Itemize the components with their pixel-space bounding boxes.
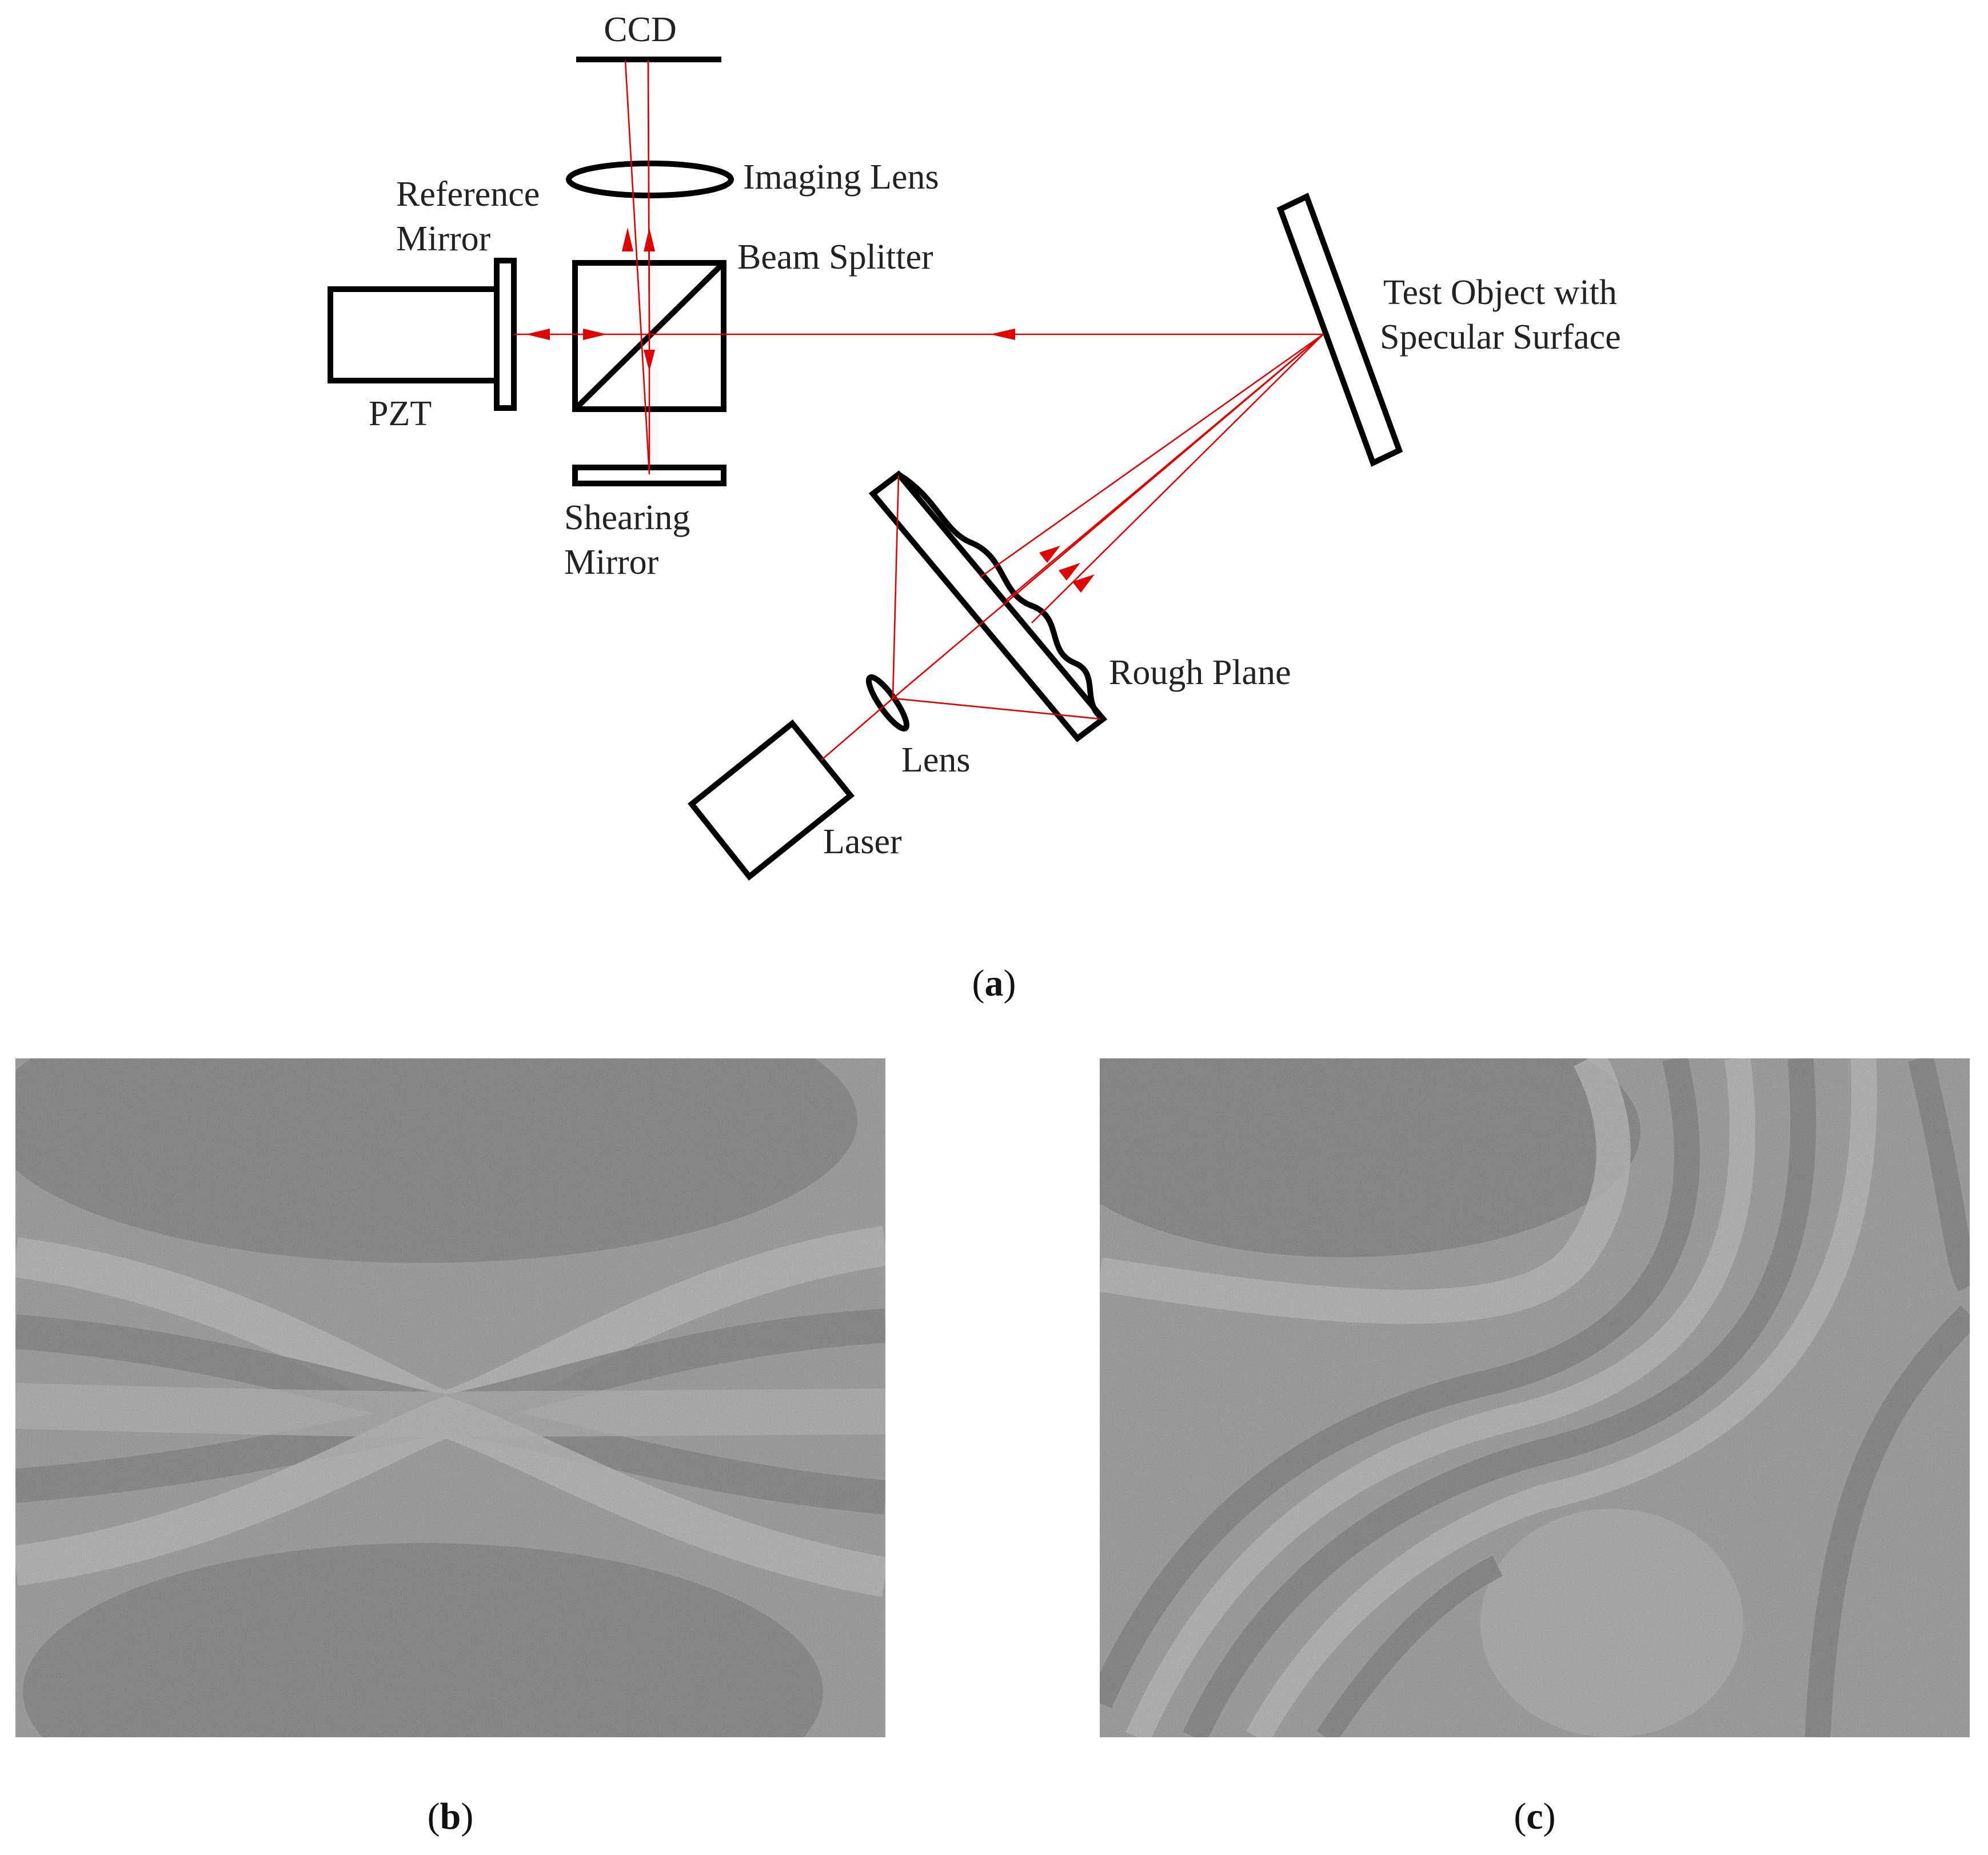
reference-mirror-label-1: Reference xyxy=(396,175,540,214)
laser-label: Laser xyxy=(823,822,902,861)
shearing-mirror-label-1: Shearing xyxy=(564,498,690,537)
test-object-label-2: Specular Surface xyxy=(1380,318,1621,357)
arrow-from-reference xyxy=(526,329,550,340)
imaging-lens-label: Imaging Lens xyxy=(743,158,939,197)
pzt-label: PZT xyxy=(369,394,432,433)
arrow-scatter-3 xyxy=(1072,574,1095,593)
imaging-lens xyxy=(569,163,731,195)
arrow-to-reference xyxy=(583,329,607,340)
reference-mirror-label-2: Mirror xyxy=(396,219,491,258)
rough-plane-label: Rough Plane xyxy=(1109,653,1291,692)
test-object-label-1: Test Object with xyxy=(1383,273,1617,312)
arrow-to-ccd-2 xyxy=(644,227,655,251)
shearing-mirror-label-2: Mirror xyxy=(564,543,659,582)
beam-splitter-label: Beam Splitter xyxy=(737,238,933,277)
caption-c: (c) xyxy=(1514,1796,1555,1837)
ray-lens-plane-top xyxy=(893,475,899,698)
ray-scatter-2 xyxy=(980,334,1323,577)
ray-laser-lens xyxy=(821,698,893,760)
ray-splitter-ccd-3 xyxy=(648,61,649,334)
arrow-to-ccd-1 xyxy=(622,227,633,251)
arrow-object-splitter xyxy=(990,329,1015,340)
ray-splitter-ccd-1 xyxy=(625,61,649,474)
fringe-image-c xyxy=(1046,1006,1970,1737)
caption-a: (a) xyxy=(972,962,1016,1004)
ray-scatter-3 xyxy=(1006,334,1323,600)
setup-diagram: CCD Imaging Lens Beam Splitter Reference… xyxy=(330,10,1621,1004)
lens-label: Lens xyxy=(901,741,971,779)
ray-scatter-4 xyxy=(1032,334,1323,623)
caption-b: (b) xyxy=(428,1796,474,1837)
arrow-to-shearing xyxy=(644,350,655,371)
ray-lens-plane-bottom xyxy=(893,698,1100,719)
ccd-label: CCD xyxy=(604,10,676,49)
fringe-image-b xyxy=(0,977,885,1840)
pzt-actuator xyxy=(330,289,497,381)
